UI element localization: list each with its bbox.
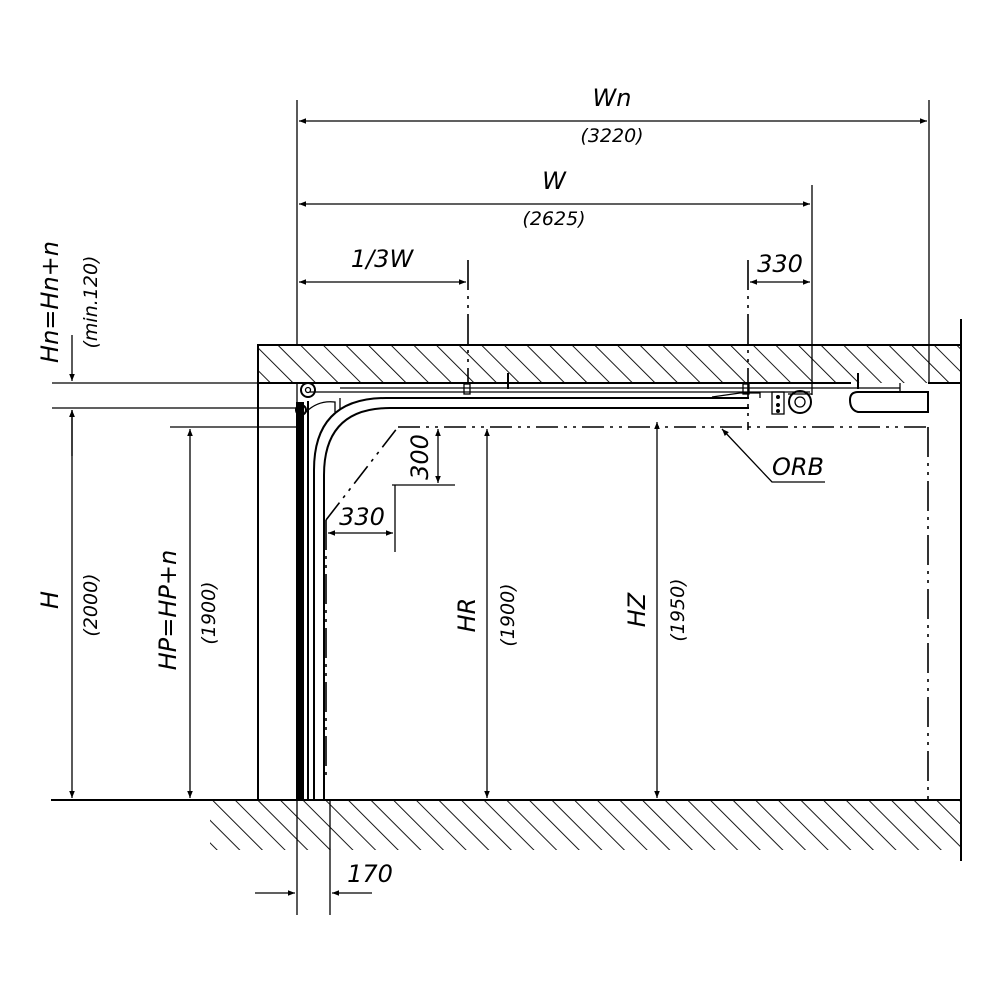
label-w-value: (2625): [522, 208, 585, 230]
label-orb: ORB: [772, 453, 824, 481]
floor: [51, 799, 962, 850]
reference-lines: [325, 260, 929, 800]
label-hr-value: (1900): [497, 583, 519, 646]
label-hz: HZ: [623, 592, 651, 627]
door-assembly: [295, 373, 929, 801]
label-h-value: (2000): [80, 573, 102, 636]
dimension-lines: [52, 100, 930, 915]
label-wn: Wn: [593, 84, 632, 112]
dimension-labels: Wn (3220) W (2625) 1/3W 330 Hn=Hn+n (min…: [36, 84, 824, 888]
label-w: W: [542, 167, 567, 195]
label-170: 170: [347, 860, 393, 888]
label-330-top: 330: [757, 250, 803, 278]
label-hp-value: (1900): [198, 581, 220, 644]
label-hr: HR: [453, 598, 481, 633]
label-h: H: [36, 591, 64, 609]
label-330-mid: 330: [339, 503, 385, 531]
label-third-w: 1/3W: [351, 245, 415, 273]
label-300: 300: [406, 434, 434, 480]
label-hn: Hn=Hn+n: [36, 241, 64, 363]
label-hp: HP=HP+n: [154, 550, 182, 670]
ceiling-lintel: [257, 319, 962, 861]
label-hz-value: (1950): [667, 578, 689, 641]
label-wn-value: (3220): [580, 125, 643, 147]
label-hn-value: (min.120): [80, 256, 102, 349]
